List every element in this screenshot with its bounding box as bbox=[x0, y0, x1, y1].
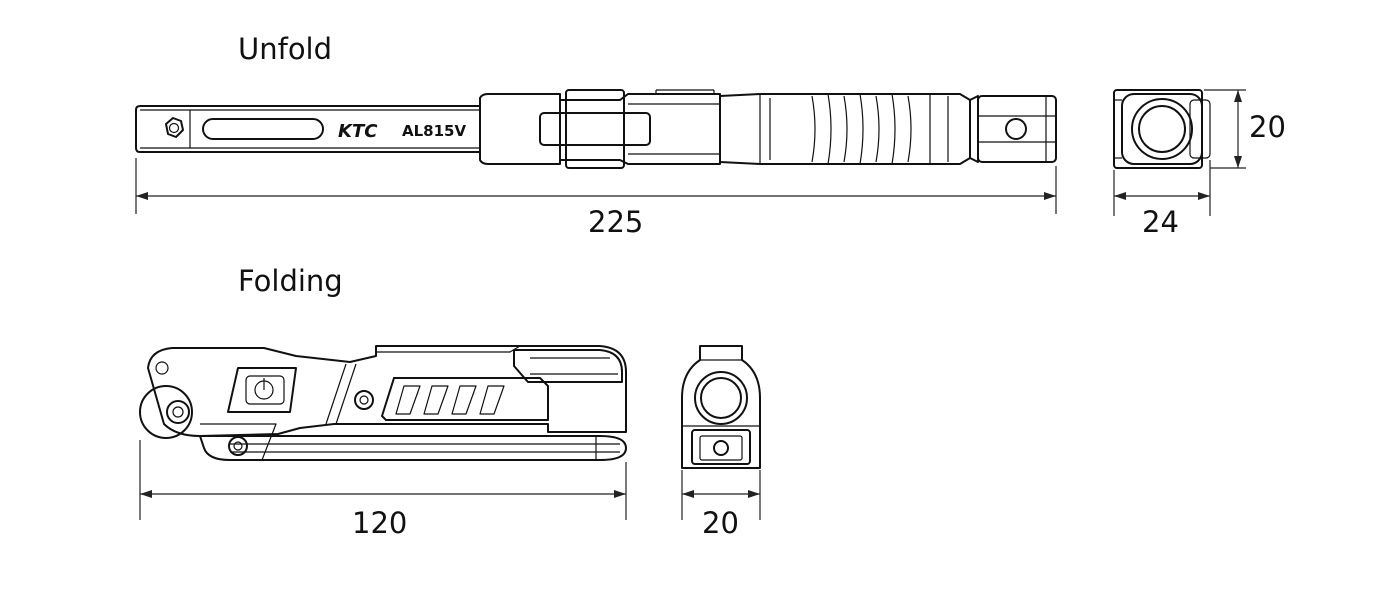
model-number-text: AL815V bbox=[402, 122, 466, 140]
brand-logo-text: KTC bbox=[338, 121, 378, 142]
unfold-length-dimension bbox=[135, 158, 1057, 214]
folding-side-view bbox=[139, 345, 627, 461]
unfold-title: Unfold bbox=[238, 32, 333, 66]
unfold-end-height-value: 20 bbox=[1249, 110, 1286, 144]
folding-end-width-dimension bbox=[681, 470, 761, 520]
folding-end-view bbox=[681, 345, 761, 469]
folding-end-width-value: 20 bbox=[702, 506, 739, 540]
folding-title: Folding bbox=[238, 264, 343, 298]
end-width-dimension bbox=[1113, 160, 1211, 216]
unfold-end-view bbox=[1113, 89, 1211, 169]
unfold-side-view: KTC AL815V bbox=[135, 89, 1057, 169]
unfold-end-width-value: 24 bbox=[1142, 205, 1179, 239]
end-height-dimension bbox=[1204, 89, 1246, 169]
folding-length-dimension bbox=[139, 440, 627, 520]
unfold-length-value: 225 bbox=[588, 205, 644, 239]
folding-length-value: 120 bbox=[352, 506, 408, 540]
